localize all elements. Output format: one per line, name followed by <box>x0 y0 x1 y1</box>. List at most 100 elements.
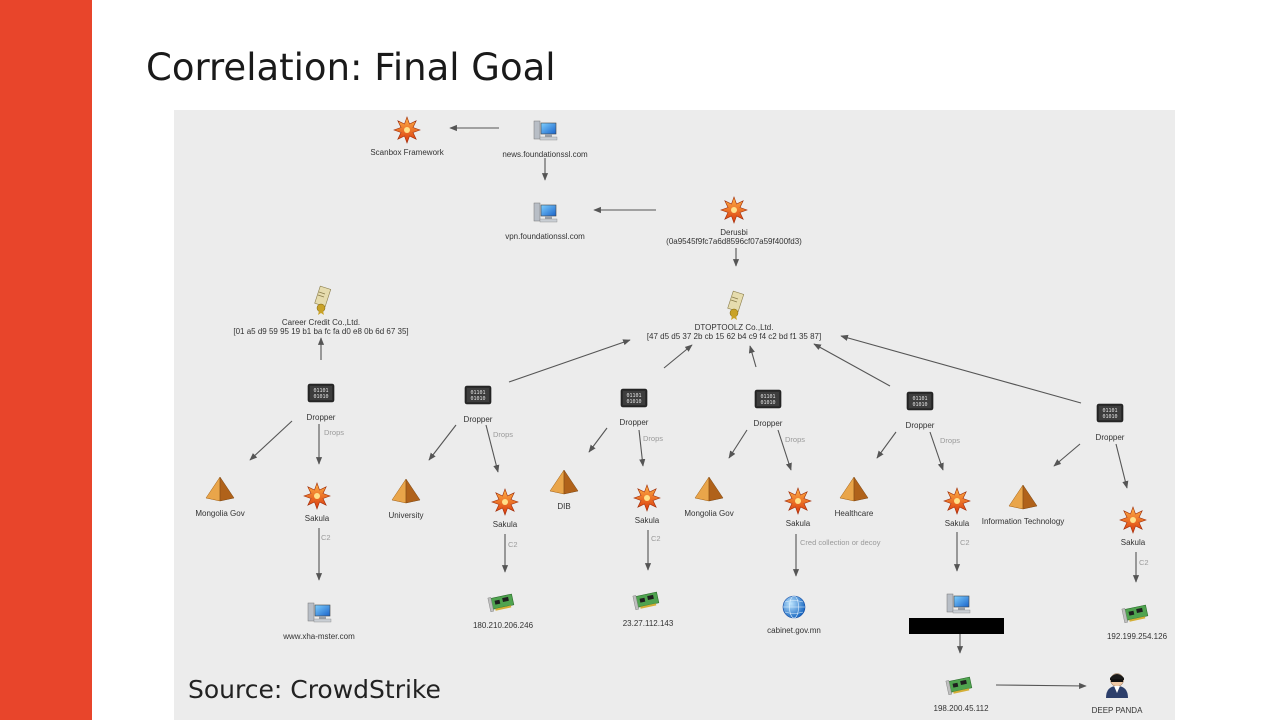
diagram-node-mongolia1: Mongolia Gov <box>195 476 245 518</box>
diagram-node-news: news.foundationssl.com <box>502 120 588 159</box>
diagram-node-sakula6: Sakula <box>1119 506 1147 547</box>
diagram-edge-dropper1-mongolia1 <box>249 420 293 461</box>
malware-icon <box>943 487 971 515</box>
diagram-edge-dropper2-sakula2 <box>485 424 500 473</box>
svg-text:01101: 01101 <box>912 396 927 402</box>
globe-icon <box>782 595 806 619</box>
svg-text:01101: 01101 <box>313 388 328 394</box>
diagram-node-sakula1: Sakula <box>303 482 331 523</box>
node-label: Dropper <box>307 413 336 422</box>
diagram-node-sakula2: Sakula <box>491 488 519 529</box>
diagram-node-redacted <box>946 593 971 614</box>
diagram-node-sakula5: Sakula <box>943 487 971 528</box>
diagram-node-sakula3: Sakula <box>633 484 661 525</box>
diagram-edge-dropper4-sakula4 <box>777 429 792 471</box>
diagram-edge-dropper4-mongolia2 <box>728 429 748 459</box>
node-label: Sakula <box>1121 538 1146 547</box>
malware-icon <box>491 488 519 516</box>
node-label: 23.27.112.143 <box>623 619 674 628</box>
svg-text:01101: 01101 <box>470 390 485 396</box>
node-label: Sakula <box>305 514 330 523</box>
svg-text:01010: 01010 <box>1102 414 1117 420</box>
target-pyramid-icon <box>391 478 421 504</box>
node-label: DEEP PANDA <box>1092 706 1143 715</box>
diagram-node-xha: www.xha-mster.com <box>282 602 355 641</box>
node-label: news.foundationssl.com <box>502 150 588 159</box>
accent-bar <box>0 0 92 720</box>
node-label: cabinet.gov.mn <box>767 626 821 635</box>
malware-icon <box>720 196 748 224</box>
diagram-edge-dropper4-dtoptoolz <box>748 345 757 368</box>
network-card-icon <box>487 593 515 612</box>
malware-icon <box>633 484 661 512</box>
node-label: Dropper <box>464 415 493 424</box>
malware-icon <box>393 116 421 144</box>
node-label: Career Credit Co.,Ltd. <box>282 318 360 327</box>
svg-text:01010: 01010 <box>760 400 775 406</box>
node-sublabel: (0a9545f9fc7a6d8596cf07a59f400fd3) <box>666 237 802 246</box>
node-label: 192.199.254.126 <box>1107 632 1168 641</box>
node-sublabel: [01 a5 d9 59 95 19 b1 ba fc fa d0 e8 0b … <box>233 327 408 336</box>
node-label: University <box>388 511 423 520</box>
diagram-node-vpn: vpn.foundationssl.com <box>505 202 585 241</box>
diagram-edge-dropper3-dtoptoolz <box>663 344 693 369</box>
svg-text:01010: 01010 <box>313 394 328 400</box>
diagram-node-ip1: 180.210.206.246 <box>473 593 534 630</box>
node-label: Derusbi <box>720 228 748 237</box>
node-label: Dropper <box>620 418 649 427</box>
diagram-node-scanbox: Scanbox Framework <box>370 116 445 157</box>
diagram-edge-dropper5-dtoptoolz <box>813 343 891 387</box>
target-pyramid-icon <box>839 476 869 502</box>
node-label: Sakula <box>493 520 518 529</box>
host-icon <box>533 120 558 141</box>
svg-text:01010: 01010 <box>470 396 485 402</box>
edge-label: C2 <box>1139 558 1149 567</box>
node-label: Mongolia Gov <box>195 509 244 518</box>
node-label: Sakula <box>786 519 811 528</box>
diagram-node-university: University <box>388 478 424 520</box>
slide-title: Correlation: Final Goal <box>146 46 556 89</box>
network-card-icon <box>945 676 973 695</box>
edge-label: Cred collection or decoy <box>800 538 881 547</box>
svg-text:01101: 01101 <box>1102 408 1117 414</box>
diagram-edge-dropper2-university <box>428 424 457 461</box>
diagram-node-cabinet: cabinet.gov.mn <box>767 595 821 635</box>
node-sublabel: [47 d5 d5 37 2b cb 15 62 b4 c9 f4 c2 bd … <box>647 332 821 341</box>
node-label: Dropper <box>906 421 935 430</box>
host-icon <box>307 602 332 623</box>
network-card-icon <box>632 591 660 610</box>
host-icon <box>533 202 558 223</box>
diagram-edge-dropper2-dtoptoolz <box>508 339 631 383</box>
diagram-node-mongolia2: Mongolia Gov <box>684 476 734 518</box>
node-label: Sakula <box>635 516 660 525</box>
source-caption: Source: CrowdStrike <box>188 675 441 704</box>
redaction-bar <box>909 618 1004 634</box>
edge-label: C2 <box>960 538 970 547</box>
host-icon <box>946 593 971 614</box>
svg-text:01101: 01101 <box>626 393 641 399</box>
edge-label: C2 <box>321 533 331 542</box>
target-pyramid-icon <box>694 476 724 502</box>
edge-label: Drops <box>643 434 663 443</box>
node-label: Sakula <box>945 519 970 528</box>
diagram-edge-ip3-deeppanda <box>995 682 1087 690</box>
node-label: Healthcare <box>835 509 874 518</box>
edge-label: Drops <box>785 435 805 444</box>
node-label: 180.210.206.246 <box>473 621 534 630</box>
node-label: Dropper <box>754 419 783 428</box>
diagram-node-sakula4: Sakula <box>784 487 812 528</box>
edge-label: C2 <box>508 540 518 549</box>
edge-label: Drops <box>324 428 344 437</box>
edge-label: Drops <box>940 436 960 445</box>
diagram-node-ip2: 23.27.112.143 <box>623 591 674 628</box>
node-label: Mongolia Gov <box>684 509 733 518</box>
diagram-edge-dropper6-dtoptoolz <box>840 334 1082 404</box>
diagram-node-dtoptoolz: DTOPTOOLZ Co.,Ltd.[47 d5 d5 37 2b cb 15 … <box>647 290 821 341</box>
